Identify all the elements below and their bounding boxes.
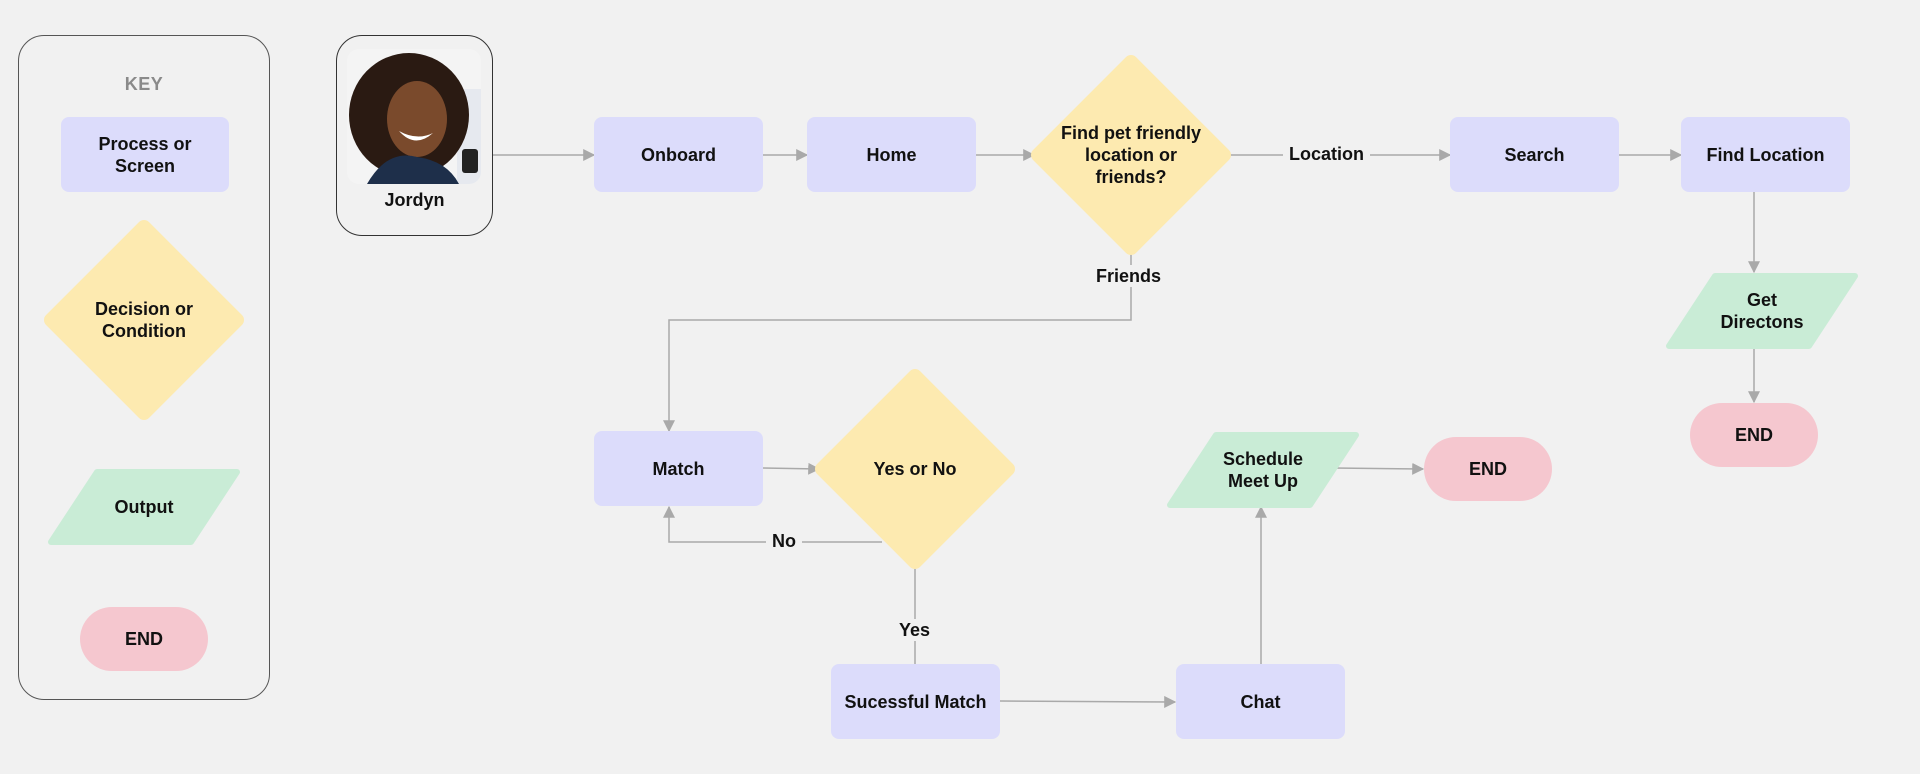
- persona-card: [336, 35, 493, 236]
- edge-decision-match-no: [663, 505, 882, 543]
- edge-label-no: No: [766, 530, 802, 552]
- key-title: KEY: [124, 74, 164, 94]
- persona-avatar: [347, 49, 481, 184]
- end-meetup-node: END: [1424, 437, 1552, 501]
- key-panel: [18, 35, 270, 700]
- schedule-shape: [1167, 432, 1359, 508]
- key-output-label: Output: [114, 497, 174, 517]
- find-location-node: Find Location: [1681, 117, 1850, 192]
- edge-label-friends: Friends: [1090, 265, 1168, 287]
- schedule-label: Schedule Meet Up: [1222, 449, 1304, 491]
- decision-match-label: Yes or No: [873, 459, 957, 479]
- persona-name: Jordyn: [384, 190, 445, 210]
- edge-success-chat: [999, 695, 1177, 708]
- edge-label-location: Location: [1283, 143, 1370, 165]
- decision-main-label: Find pet friendly location or friends?: [1060, 123, 1201, 187]
- key-decision-shape: [44, 220, 244, 420]
- key-process: Process or Screen: [61, 117, 229, 192]
- get-directions-shape: [1666, 273, 1858, 349]
- edge-schedule-end: [1332, 462, 1425, 475]
- edge-label-yes: Yes: [893, 619, 937, 641]
- match-node: Match: [594, 431, 763, 506]
- edge-match-decision: [762, 462, 821, 475]
- search-node: Search: [1450, 117, 1619, 192]
- key-decision-label: Decision or Condition: [94, 299, 194, 341]
- get-directions-label: Get Directons: [1720, 290, 1804, 332]
- decision-match-shape: [815, 369, 1015, 569]
- onboard-node: Onboard: [594, 117, 763, 192]
- key-end: END: [80, 607, 208, 671]
- successful-match-node: Sucessful Match: [831, 664, 1000, 739]
- key-output-shape: [48, 469, 240, 545]
- home-node: Home: [807, 117, 976, 192]
- end-location-node: END: [1690, 403, 1818, 467]
- chat-node: Chat: [1176, 664, 1345, 739]
- decision-main-shape: [1031, 55, 1231, 255]
